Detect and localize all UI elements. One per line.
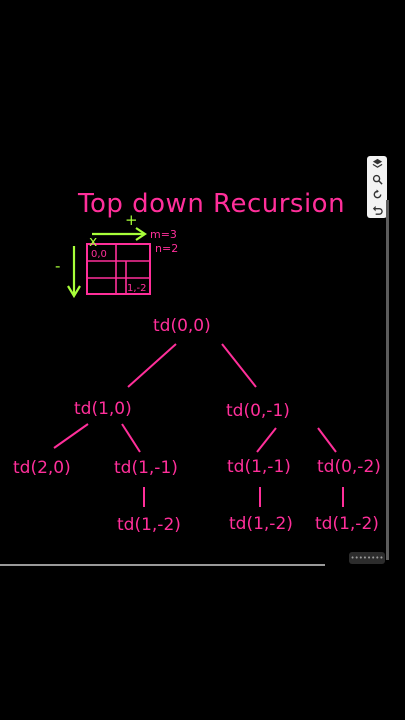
recursion-tree: td(0,0) td(1,0) td(0,-1) td(2,0) td(1,-1… [13, 316, 381, 535]
tree-node: td(2,0) [13, 458, 71, 478]
diagram-title: Top down Recursion [77, 189, 345, 219]
tree-node: td(1,-2) [117, 515, 181, 535]
tree-node: td(0,-2) [317, 457, 381, 477]
video-progress-bar[interactable] [0, 564, 325, 566]
tree-edges [53, 343, 344, 507]
tree-edge [127, 343, 177, 388]
tree-node: td(1,-1) [227, 457, 291, 477]
player-pill[interactable]: •••••••• [349, 552, 385, 564]
tree-node: td(0,-1) [226, 401, 290, 421]
m-dimension: m=3 [150, 228, 177, 241]
grid-sketch: 0,0 1,-2 [86, 243, 151, 295]
direction-arrows: + - x [55, 211, 147, 299]
tree-node: td(1,-2) [229, 514, 293, 534]
tree-edge [256, 427, 277, 453]
tree-edge [221, 343, 257, 388]
tree-node: td(1,-1) [114, 458, 178, 478]
plus-mark: + [125, 211, 138, 229]
right-arrow-head-icon [135, 227, 147, 241]
x-mark: x [89, 234, 97, 250]
tree-node-root: td(0,0) [153, 316, 211, 336]
tree-edge [121, 423, 141, 453]
end-cell-label: 1,-2 [127, 283, 147, 294]
tree-edge [53, 423, 89, 449]
tree-edge [317, 427, 337, 453]
redo-icon[interactable] [369, 188, 385, 202]
grid-outline [86, 243, 151, 295]
start-cell-label: 0,0 [91, 249, 107, 260]
minus-mark: - [55, 257, 60, 275]
tree-node: td(1,0) [74, 399, 132, 419]
tree-node: td(1,-2) [315, 514, 379, 534]
search-icon[interactable] [369, 172, 385, 186]
floating-toolbar [367, 156, 387, 218]
down-arrow-head-icon [67, 285, 81, 299]
undo-icon[interactable] [369, 203, 385, 217]
n-dimension: n=2 [155, 242, 178, 255]
vertical-scrollbar[interactable] [386, 200, 389, 560]
layers-icon[interactable] [369, 157, 385, 171]
